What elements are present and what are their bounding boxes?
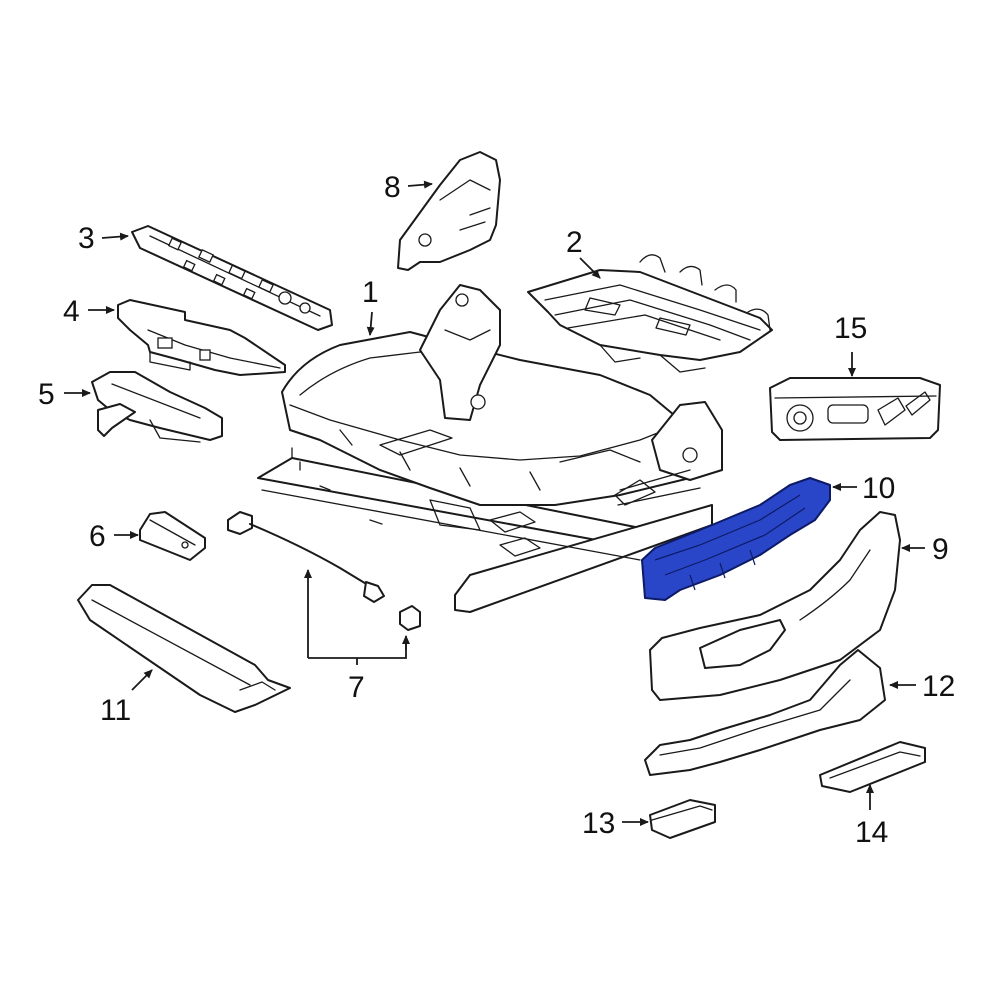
- part-4-bracket[interactable]: [117, 299, 286, 376]
- part-2-spring-mat[interactable]: [527, 254, 773, 373]
- callout-2: 2: [566, 226, 583, 259]
- callout-12: 12: [922, 670, 955, 703]
- part-8-hinge-cover[interactable]: [397, 151, 501, 271]
- part-5-bracket[interactable]: [91, 371, 223, 443]
- part-9-side-trim[interactable]: [649, 511, 901, 701]
- leader-lines: [64, 180, 925, 826]
- callout-15: 15: [834, 312, 867, 345]
- callout-labels: 1 2 3 4 5 6 7 8 9 10 11 12 13 14 15: [38, 171, 955, 849]
- part-12-lower-trim[interactable]: [644, 649, 886, 776]
- part-1-seat-frame[interactable]: [257, 284, 723, 613]
- part-7-harness[interactable]: [227, 511, 421, 631]
- callout-1: 1: [362, 276, 379, 309]
- part-10-trim-highlighted[interactable]: [641, 477, 831, 601]
- callout-7: 7: [348, 671, 365, 704]
- callout-8: 8: [384, 171, 401, 204]
- part-3-plate[interactable]: [131, 225, 333, 331]
- part-11-cover[interactable]: [77, 584, 291, 713]
- callout-9: 9: [932, 533, 949, 566]
- callout-13: 13: [582, 807, 615, 840]
- callout-11: 11: [100, 694, 131, 727]
- callout-10: 10: [862, 472, 895, 505]
- part-13-block[interactable]: [649, 799, 716, 839]
- callout-6: 6: [89, 520, 106, 553]
- callout-5: 5: [38, 378, 55, 411]
- part-14-plate[interactable]: [819, 741, 926, 793]
- callout-3: 3: [78, 222, 95, 255]
- callout-4: 4: [63, 295, 80, 328]
- callout-14: 14: [855, 816, 888, 849]
- part-6-clip[interactable]: [139, 511, 206, 561]
- part-15-seat-switch[interactable]: [769, 377, 941, 441]
